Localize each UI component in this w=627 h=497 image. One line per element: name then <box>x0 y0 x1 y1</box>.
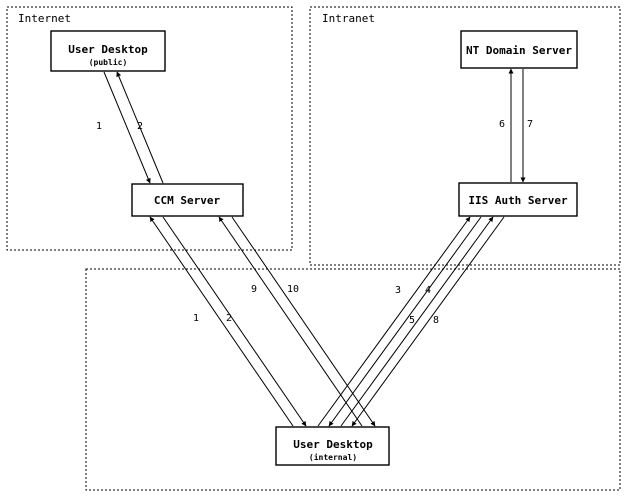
zone-boxes <box>6 6 621 491</box>
zone-label-intranet: Intranet <box>322 12 375 25</box>
node-label-ccm-server: CCM Server <box>154 194 221 207</box>
node-label-iis-auth-server: IIS Auth Server <box>468 194 568 207</box>
flow-step-label-4: 4 <box>425 285 431 296</box>
flow-line-2-ccm-to-public <box>116 71 164 184</box>
node-ccm-server[interactable]: CCM Server <box>131 183 244 217</box>
flow-step-label-5: 5 <box>409 315 415 326</box>
flow-step-label-8: 8 <box>433 315 439 326</box>
flow-step-label-2-internal: 2 <box>226 313 232 324</box>
node-box-nt-domain-server[interactable] <box>460 30 578 69</box>
node-label-user-desktop-public: User Desktop <box>68 43 148 56</box>
node-sublabel-user-desktop-internal: (internal) <box>309 452 357 462</box>
flow-lines <box>103 68 526 427</box>
flow-step-label-2-public: 2 <box>137 121 143 132</box>
flow-step-label-9: 9 <box>251 284 257 295</box>
flow-step-label-6: 6 <box>499 119 505 130</box>
node-label-user-desktop-internal: User Desktop <box>293 438 373 451</box>
flow-line-5-internal-to-iis <box>340 216 494 427</box>
flow-line-1-internal-to-ccm <box>149 216 294 427</box>
node-box-ccm-server[interactable] <box>131 183 244 217</box>
flow-step-label-7: 7 <box>527 119 533 130</box>
node-box-user-desktop-public[interactable] <box>50 30 166 72</box>
node-label-nt-domain-server: NT Domain Server <box>466 44 572 57</box>
flow-line-3-internal-to-iis <box>317 216 471 427</box>
flow-line-1-public-to-ccm <box>103 71 151 184</box>
zone-label-internet: Internet <box>18 12 71 25</box>
flow-line-9-internal-to-ccm <box>218 216 363 427</box>
flow-line-4-iis-to-internal <box>328 216 482 427</box>
flow-step-label-1-internal: 1 <box>193 313 199 324</box>
flow-line-2-ccm-to-internal <box>162 216 307 427</box>
zone-internal-lan-box <box>85 268 621 491</box>
flow-line-8-iis-to-internal <box>351 216 505 427</box>
flow-line-10-ccm-to-internal <box>231 216 376 427</box>
flow-step-label-3: 3 <box>395 285 401 296</box>
node-box-iis-auth-server[interactable] <box>458 182 578 217</box>
node-box-user-desktop-internal[interactable] <box>275 426 390 466</box>
node-user-desktop-public[interactable]: User Desktop (public) <box>50 30 166 72</box>
flow-step-labels: 1 2 1 2 3 4 5 6 7 8 9 10 <box>96 119 533 326</box>
node-user-desktop-internal[interactable]: User Desktop (internal) <box>275 426 390 466</box>
node-sublabel-user-desktop-public: (public) <box>89 57 128 67</box>
node-nt-domain-server[interactable]: NT Domain Server <box>460 30 578 69</box>
node-iis-auth-server[interactable]: IIS Auth Server <box>458 182 578 217</box>
flow-step-label-10: 10 <box>287 284 299 295</box>
flow-step-label-1-public: 1 <box>96 121 102 132</box>
